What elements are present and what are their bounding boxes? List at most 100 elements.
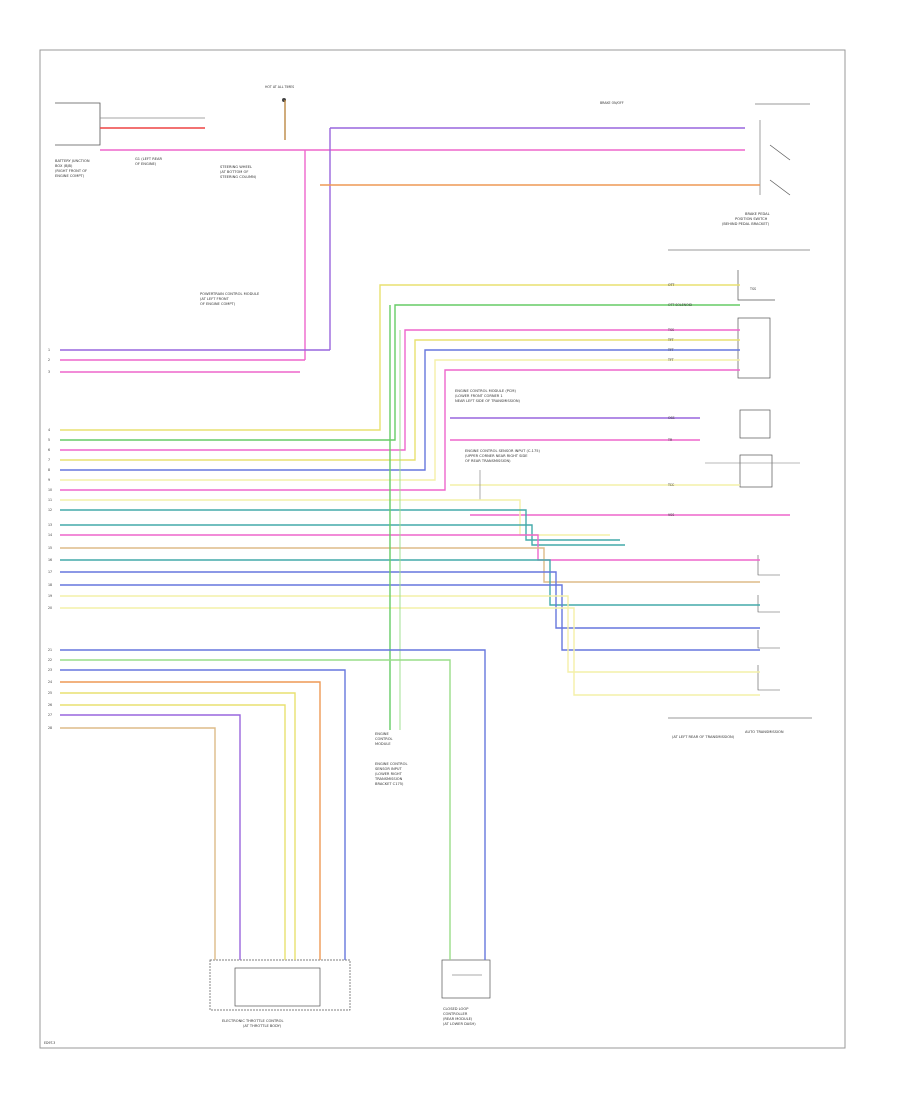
steering-label-3: STEERING COLUMN) bbox=[220, 175, 257, 179]
ecs-label-2: SENSOR INPUT bbox=[375, 767, 403, 771]
brake-label-1: BRAKE PEDAL bbox=[745, 212, 770, 216]
battery-junction-box: BATTERY JUNCTION BOX (BJB) (RIGHT FRONT … bbox=[55, 102, 101, 178]
right-pin-10: VSS bbox=[668, 513, 674, 517]
wire-harness-1 bbox=[60, 304, 740, 441]
left-pin-24: 24 bbox=[48, 680, 52, 684]
right-pin-2: OTT SOLENOID bbox=[668, 303, 693, 307]
trans-label-2: (AT LEFT REAR OF TRANSMISSION) bbox=[672, 735, 735, 739]
left-pin-21: 21 bbox=[48, 648, 52, 652]
wire-harness-3 bbox=[60, 339, 740, 461]
left-pin-2: 2 bbox=[48, 358, 50, 362]
pcm-note-b2: (UPPER CORNER NEAR RIGHT SIDE bbox=[465, 454, 528, 458]
brake-label-2: POSITION SWITCH bbox=[735, 217, 768, 221]
left-pin-5: 5 bbox=[48, 438, 50, 442]
wire-bottom-5 bbox=[60, 704, 286, 960]
cl-label-2: CONTROLLER bbox=[443, 1012, 468, 1016]
wire-harness-5 bbox=[60, 359, 740, 481]
closed-loop-module: CLOSED LOOP CONTROLLER (REAR MODULE) (AT… bbox=[441, 959, 491, 1026]
left-pin-16: 16 bbox=[48, 558, 52, 562]
g1-label-1: G1 (LEFT REAR bbox=[135, 157, 162, 161]
left-pin-17: 17 bbox=[48, 570, 52, 574]
brake-top: BRAKE ON/OFF bbox=[600, 101, 624, 105]
wire-lower-9 bbox=[60, 607, 760, 696]
ecm-label-2: CONTROL bbox=[375, 737, 393, 741]
right-pin-7: OSS bbox=[668, 416, 675, 420]
left-pin-22: 22 bbox=[48, 658, 52, 662]
right-pin-8: TR bbox=[667, 438, 673, 442]
corner-id: ED9T-3 bbox=[44, 1041, 55, 1045]
bjb-label-4: ENGINE COMPT) bbox=[55, 174, 85, 178]
steering-label-2: (AT BOTTOM OF bbox=[220, 170, 248, 174]
pcm-mid-notes: ENGINE CONTROL MODULE (PCM) (LOWER FRONT… bbox=[455, 389, 541, 463]
right-pin-1: OTT bbox=[668, 283, 674, 287]
left-pin-11: 11 bbox=[48, 498, 52, 502]
bjb-label-3: (RIGHT FRONT OF bbox=[55, 169, 87, 173]
right-pin-labels: OTT OTT SOLENOID TSS TFT TFT TFT OSS TR TCC VSS bbox=[667, 283, 693, 517]
left-pin-3: 3 bbox=[48, 370, 50, 374]
throttle-label-1: ELECTRONIC THROTTLE CONTROL bbox=[222, 1019, 284, 1023]
throttle-label-2: (AT THROTTLE BODY) bbox=[243, 1024, 282, 1028]
tss-sensor: TSS bbox=[737, 270, 775, 301]
cl-label-4: (AT LOWER DASH) bbox=[443, 1022, 476, 1026]
wire-bottom-7 bbox=[60, 727, 216, 960]
right-pin-6: TFT bbox=[667, 358, 674, 362]
left-pin-1: 1 bbox=[48, 348, 50, 352]
brake-label-3: (BEHIND PEDAL BRACKET) bbox=[722, 222, 770, 226]
ground-g1: G1 (LEFT REAR OF ENGINE) bbox=[135, 157, 162, 166]
left-pin-18: 18 bbox=[48, 583, 52, 587]
wire-lower-8 bbox=[60, 595, 760, 673]
throttle-module: ELECTRONIC THROTTLE CONTROL (AT THROTTLE… bbox=[209, 959, 351, 1028]
pcm-top-1: POWERTRAIN CONTROL MODULE bbox=[200, 292, 260, 296]
left-pin-8: 8 bbox=[48, 468, 50, 472]
tss-label: TSS bbox=[749, 287, 756, 291]
left-pin-27: 27 bbox=[48, 713, 52, 717]
wire-lower-0 bbox=[60, 499, 610, 536]
pcm-note-b3: OF REAR TRANSMISSION) bbox=[465, 459, 511, 463]
left-pin-numbers: 1234567891011121314151617181920212223242… bbox=[48, 348, 52, 730]
left-pin-13: 13 bbox=[48, 523, 52, 527]
g1-label-2: OF ENGINE) bbox=[135, 162, 157, 166]
ecm-label-3: MODULE bbox=[375, 742, 391, 746]
wire-harness-6 bbox=[60, 369, 740, 491]
wire-bottom-0 bbox=[60, 649, 486, 960]
right-pin-3: TSS bbox=[667, 328, 674, 332]
left-pin-9: 9 bbox=[48, 478, 50, 482]
left-pin-15: 15 bbox=[48, 546, 52, 550]
hot-label: HOT AT ALL TIMES bbox=[265, 85, 294, 89]
wire-lower-4 bbox=[60, 547, 760, 583]
cl-label-1: CLOSED LOOP bbox=[443, 1007, 469, 1011]
right-pin-5: TFT bbox=[667, 348, 674, 352]
right-pin-4: TFT bbox=[667, 338, 674, 342]
cl-label-3: (REAR MODULE) bbox=[443, 1017, 473, 1021]
pcm-top-note: POWERTRAIN CONTROL MODULE (AT LEFT FRONT… bbox=[200, 292, 260, 306]
left-pin-6: 6 bbox=[48, 448, 50, 452]
ecs-label-4: TRANSMISSION bbox=[374, 777, 403, 781]
diagram-frame bbox=[39, 49, 846, 1049]
wires bbox=[60, 100, 790, 960]
pcm-note-a2: (LOWER FRONT CORNER 1 bbox=[455, 394, 503, 398]
ecs-label-3: (LOWER RIGHT bbox=[375, 772, 403, 776]
ecs-label-1: ENGINE CONTROL bbox=[375, 762, 407, 766]
wire-harness-0 bbox=[60, 284, 740, 431]
wire-bottom-6 bbox=[60, 714, 241, 960]
bjb-label-2: BOX (BJB) bbox=[55, 164, 73, 168]
wire-lower-7 bbox=[60, 584, 760, 651]
wire-bottom-4 bbox=[60, 692, 296, 960]
left-pin-14: 14 bbox=[48, 533, 52, 537]
pcm-top-3: OF ENGINE COMPT) bbox=[200, 302, 236, 306]
wire-bottom-1 bbox=[60, 659, 451, 960]
pcm-note-a1: ENGINE CONTROL MODULE (PCM) bbox=[455, 389, 517, 393]
left-pin-7: 7 bbox=[48, 458, 50, 462]
trans-label-1: AUTO TRANSMISSION bbox=[745, 730, 784, 734]
left-pin-26: 26 bbox=[48, 703, 52, 707]
left-pin-4: 4 bbox=[48, 428, 50, 432]
wire-bottom-2 bbox=[60, 669, 346, 960]
bjb-label-1: BATTERY JUNCTION bbox=[55, 159, 90, 163]
right-pin-9: TCC bbox=[667, 483, 675, 487]
steering-label-1: STEERING WHEEL bbox=[220, 165, 252, 169]
left-pin-20: 20 bbox=[48, 606, 52, 610]
left-pin-23: 23 bbox=[48, 668, 52, 672]
oss-connector bbox=[739, 409, 771, 439]
ecm-label-1: ENGINE bbox=[375, 732, 389, 736]
ecs-label-5: BRACKET C175) bbox=[375, 782, 404, 786]
